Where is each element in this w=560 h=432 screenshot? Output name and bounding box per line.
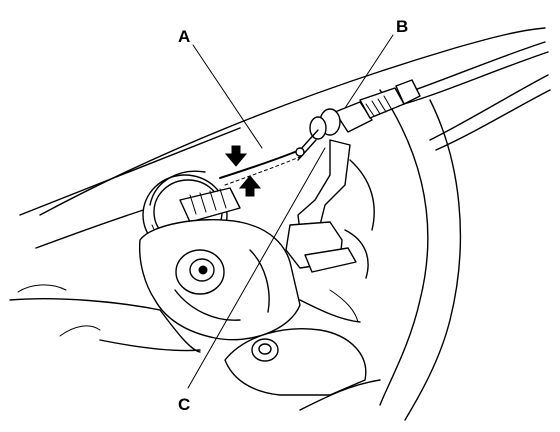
cable-bracket: [285, 139, 375, 279]
throttle-cable: [219, 129, 319, 186]
leader-line-c: [187, 147, 326, 389]
cable-adjusting-nut: [309, 79, 421, 140]
deflection-arrows: [224, 145, 262, 197]
callout-a: A: [178, 27, 190, 46]
leader-line-b: [344, 34, 394, 109]
leader-line-a: [192, 44, 263, 149]
throttle-body: [138, 219, 301, 341]
callout-b: B: [396, 17, 408, 36]
lower-mount: [224, 289, 367, 396]
callout-c: C: [178, 395, 190, 414]
leader-lines: [187, 34, 394, 389]
